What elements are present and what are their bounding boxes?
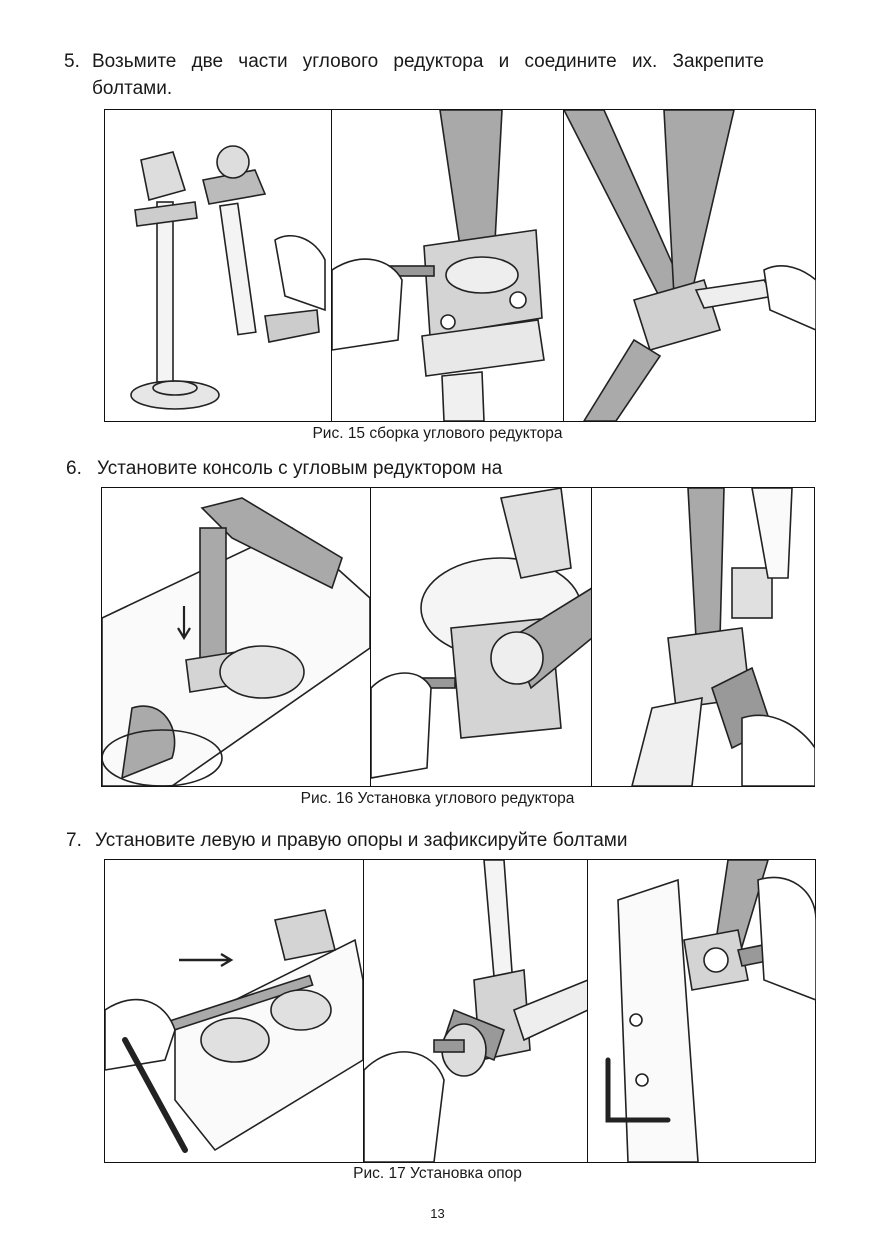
support-installation-illustration bbox=[105, 909, 363, 1153]
support-bolt-illustration bbox=[364, 860, 588, 1162]
figure-16-panel-2 bbox=[370, 488, 592, 786]
support-plate-illustration bbox=[605, 860, 816, 1162]
figure-15 bbox=[104, 109, 816, 422]
figure-15-panel-2 bbox=[331, 110, 564, 421]
figure-15-caption: Рис. 15 сборка углового редуктора bbox=[312, 425, 563, 442]
step-text: Возьмите две части углового редуктора и … bbox=[92, 51, 764, 99]
figure-16-panel-3 bbox=[591, 488, 815, 786]
flange-bolt-illustration bbox=[371, 488, 592, 779]
step-number: 7. bbox=[66, 830, 82, 851]
bolt-tightening-illustration bbox=[332, 110, 545, 421]
figure-17-panel-1 bbox=[105, 860, 363, 1162]
figure-16-panel-1 bbox=[102, 488, 370, 786]
step-7-instruction: 7. Установите левую и правую опоры и заф… bbox=[66, 827, 786, 854]
figure-16 bbox=[101, 487, 815, 787]
figure-15-panel-1 bbox=[105, 110, 331, 421]
step-number: 5. bbox=[64, 51, 80, 72]
figure-17 bbox=[104, 859, 816, 1163]
figure-17-caption: Рис. 17 Установка опор bbox=[353, 1165, 522, 1182]
wrench-tightening-illustration bbox=[564, 110, 816, 421]
step-text: Установите консоль с угловым редуктором … bbox=[97, 458, 503, 479]
step-6-instruction: 6. Установите консоль с угловым редуктор… bbox=[66, 455, 786, 482]
figure-16-caption: Рис. 16 Установка углового редуктора bbox=[300, 790, 575, 807]
step-5-instruction: 5. Возьмите две части углового редуктора… bbox=[64, 48, 764, 102]
console-mounting-illustration bbox=[102, 497, 370, 786]
wrench-gearbox-illustration bbox=[631, 488, 815, 786]
figure-17-panel-2 bbox=[363, 860, 588, 1162]
step-number: 6. bbox=[66, 458, 82, 479]
figure-17-panel-3 bbox=[587, 860, 816, 1162]
page-number: 13 bbox=[430, 1206, 445, 1221]
gearbox-parts-illustration bbox=[130, 145, 326, 410]
figure-15-panel-3 bbox=[563, 110, 816, 421]
step-text: Установите левую и правую опоры и зафикс… bbox=[95, 830, 628, 851]
